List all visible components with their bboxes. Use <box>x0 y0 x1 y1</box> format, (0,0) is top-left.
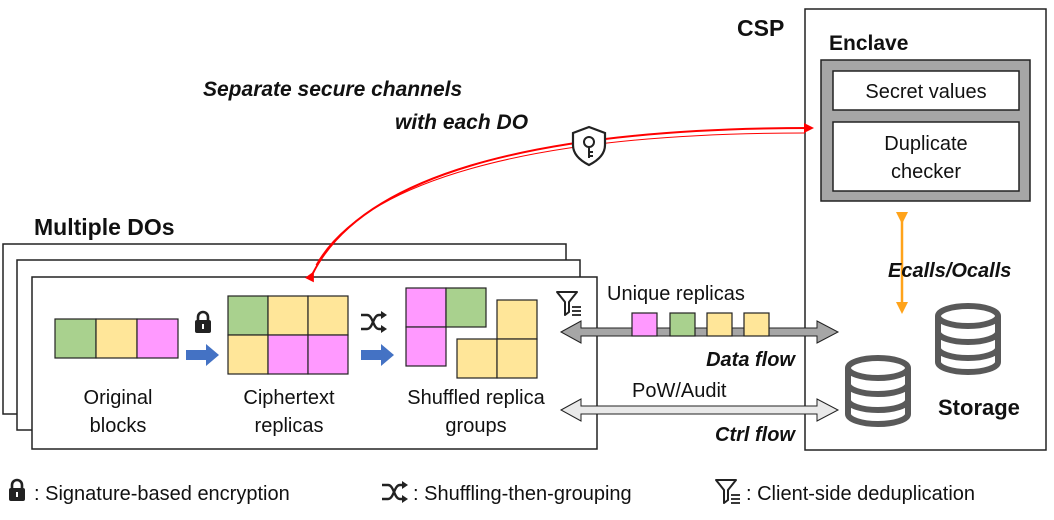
ciphertext-block <box>307 334 349 375</box>
csp-title: CSP <box>737 15 784 41</box>
ciphertext-block <box>267 295 309 336</box>
pow-audit-label: PoW/Audit <box>632 380 727 402</box>
shuffled-block <box>456 338 498 379</box>
ctrl-flow-arrow <box>559 398 840 422</box>
ciphertext-block <box>307 295 349 336</box>
lock-icon <box>7 478 27 503</box>
storage-label: Storage <box>938 395 1020 420</box>
secure-channel-arrow <box>304 123 814 283</box>
shuffled-block <box>445 287 487 328</box>
ciphertext-block <box>227 295 269 336</box>
secret-values-box <box>832 70 1020 111</box>
data-flow-arrow <box>559 320 840 344</box>
channel-label-1: Separate secure channels <box>203 78 462 101</box>
shuffled-label-2: groups <box>445 415 506 437</box>
ecalls-label: Ecalls/Ocalls <box>888 260 1011 282</box>
unique-replicas-label: Unique replicas <box>607 283 745 305</box>
secure-channel-arrow-inner <box>315 132 806 266</box>
shuffled-block <box>496 338 538 379</box>
shuffled-label-1: Shuffled replica <box>407 387 545 409</box>
database-icon <box>848 358 908 424</box>
ciphertext-label-1: Ciphertext <box>243 387 335 409</box>
duplicate-checker-label-2: checker <box>891 161 961 183</box>
ctrl-flow-label: Ctrl flow <box>715 424 796 446</box>
duplicate-checker-box <box>832 121 1020 192</box>
duplicate-checker-label-1: Duplicate <box>884 133 967 155</box>
original-block <box>95 318 138 359</box>
dos-title: Multiple DOs <box>34 214 175 240</box>
shuffle-arrow <box>361 344 394 366</box>
unique-replica-block <box>631 312 658 337</box>
legend-shuffling: : Shuffling-then-grouping <box>413 483 632 505</box>
database-icon <box>938 306 998 372</box>
unique-replica-block <box>743 312 770 337</box>
original-block <box>54 318 97 359</box>
enclave-title: Enclave <box>829 32 908 55</box>
encrypt-arrow <box>186 344 219 366</box>
key-shield-icon <box>571 125 607 167</box>
unique-replica-block <box>706 312 733 337</box>
legend-dedup: : Client-side deduplication <box>746 483 975 505</box>
secret-values-label: Secret values <box>865 81 986 103</box>
original-label-1: Original <box>84 387 153 409</box>
channel-label-2: with each DO <box>395 111 528 134</box>
legend-encryption: : Signature-based encryption <box>34 483 290 505</box>
original-label-2: blocks <box>90 415 147 437</box>
shuffled-block <box>405 287 447 328</box>
original-block <box>136 318 179 359</box>
shuffled-block <box>496 299 538 340</box>
filter-icon <box>715 479 741 504</box>
ciphertext-block <box>227 334 269 375</box>
shuffled-block <box>405 326 447 367</box>
shuffle-icon <box>380 479 410 505</box>
data-flow-label: Data flow <box>706 349 796 371</box>
unique-replica-block <box>669 312 696 337</box>
ciphertext-block <box>267 334 309 375</box>
ciphertext-label-2: replicas <box>255 415 324 437</box>
